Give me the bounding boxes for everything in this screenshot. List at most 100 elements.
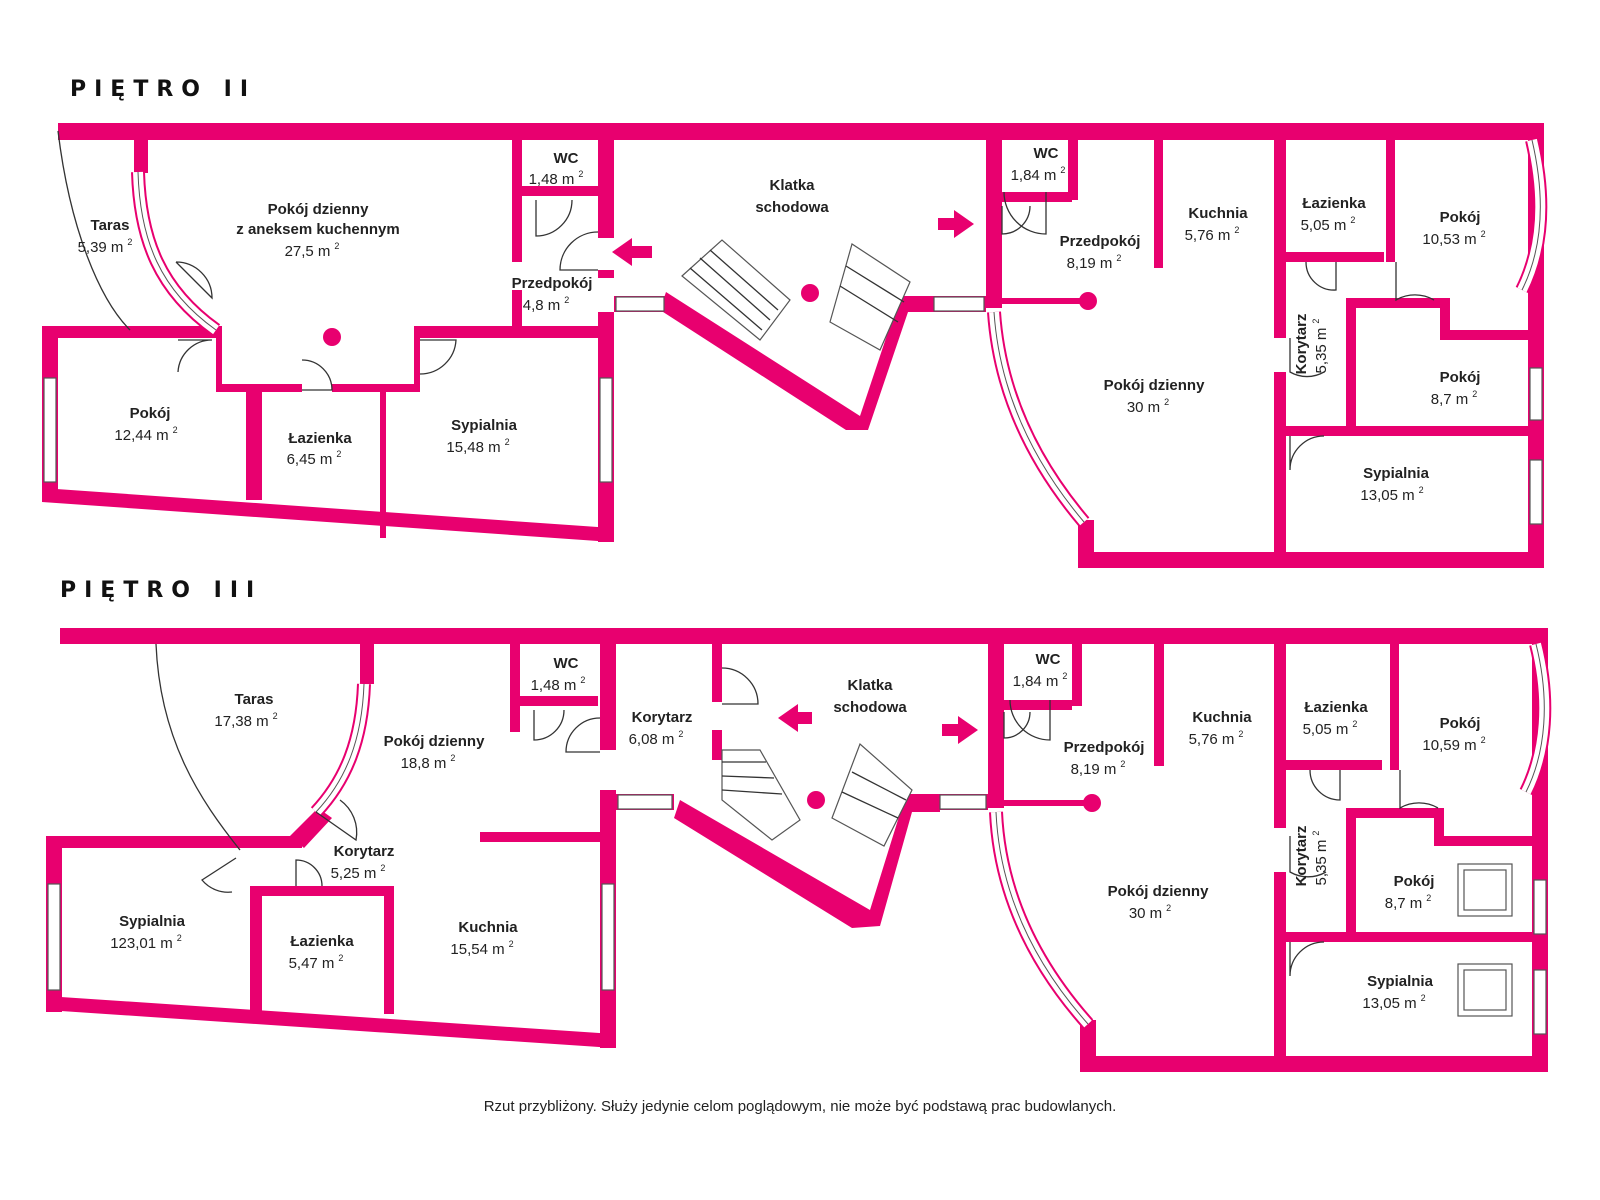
room-name: Pokój bbox=[1440, 209, 1481, 226]
room-name: Kuchnia bbox=[1192, 709, 1252, 726]
room-name: Kuchnia bbox=[1188, 205, 1248, 222]
room-name: WC bbox=[554, 150, 579, 167]
room-name: Kuchnia bbox=[458, 919, 518, 936]
room-name: Korytarz bbox=[334, 843, 395, 860]
room-label-klatka-schodowa: Klatka schodowa bbox=[755, 177, 829, 216]
room-name: Łazienka bbox=[288, 430, 352, 447]
floor-title-3: PIĘTRO III bbox=[60, 578, 263, 603]
room-name: Taras bbox=[235, 691, 274, 708]
room-name: Sypialnia bbox=[451, 417, 518, 434]
floor-2-plan bbox=[42, 123, 1548, 568]
room-name: WC bbox=[1034, 145, 1059, 162]
floor-3-plan bbox=[46, 628, 1552, 1072]
room-name: Sypialnia bbox=[119, 913, 186, 930]
room-name: Pokój dzienny bbox=[1104, 377, 1206, 394]
room-label-korytarz: Korytarz 5,35 m2 bbox=[1293, 314, 1330, 375]
room-name: Pokój bbox=[1440, 369, 1481, 386]
room-name: Pokój dzienny bbox=[268, 201, 370, 218]
room-name-line2: schodowa bbox=[833, 699, 907, 716]
room-name: Klatka bbox=[847, 677, 893, 694]
room-name: Pokój bbox=[1440, 715, 1481, 732]
room-name: Łazienka bbox=[1304, 699, 1368, 716]
room-label-korytarz-right: Korytarz 5,35 m2 bbox=[1293, 826, 1330, 887]
room-name-line2: schodowa bbox=[755, 199, 829, 216]
room-name: Korytarz bbox=[1293, 314, 1310, 375]
room-name: Korytarz bbox=[632, 709, 693, 726]
room-name: Przedpokój bbox=[1064, 739, 1145, 756]
room-name: WC bbox=[554, 655, 579, 672]
room-name: Przedpokój bbox=[1060, 233, 1141, 250]
room-label-pokoj-dzienny: Pokój dzienny z aneksem kuchennym 27,5 m… bbox=[236, 201, 399, 260]
room-name: Taras bbox=[91, 217, 130, 234]
room-name: Sypialnia bbox=[1363, 465, 1430, 482]
room-name: Pokój dzienny bbox=[384, 733, 486, 750]
room-name: Przedpokój bbox=[512, 275, 593, 292]
room-name: Pokój bbox=[1394, 873, 1435, 890]
room-name: Pokój bbox=[130, 405, 171, 422]
room-area: 5,35 m2 bbox=[1311, 831, 1330, 886]
room-name-line2: z aneksem kuchennym bbox=[236, 221, 399, 238]
room-name: Sypialnia bbox=[1367, 973, 1434, 990]
room-name: WC bbox=[1036, 651, 1061, 668]
room-area: 5,35 m2 bbox=[1311, 319, 1330, 374]
room-name: Korytarz bbox=[1293, 826, 1310, 887]
disclaimer-note: Rzut przybliżony. Służy jedynie celom po… bbox=[483, 1098, 1117, 1115]
room-name: Klatka bbox=[769, 177, 815, 194]
room-label-klatka-schodowa: Klatka schodowa bbox=[833, 677, 907, 716]
floor-title-2: PIĘTRO II bbox=[70, 77, 257, 102]
